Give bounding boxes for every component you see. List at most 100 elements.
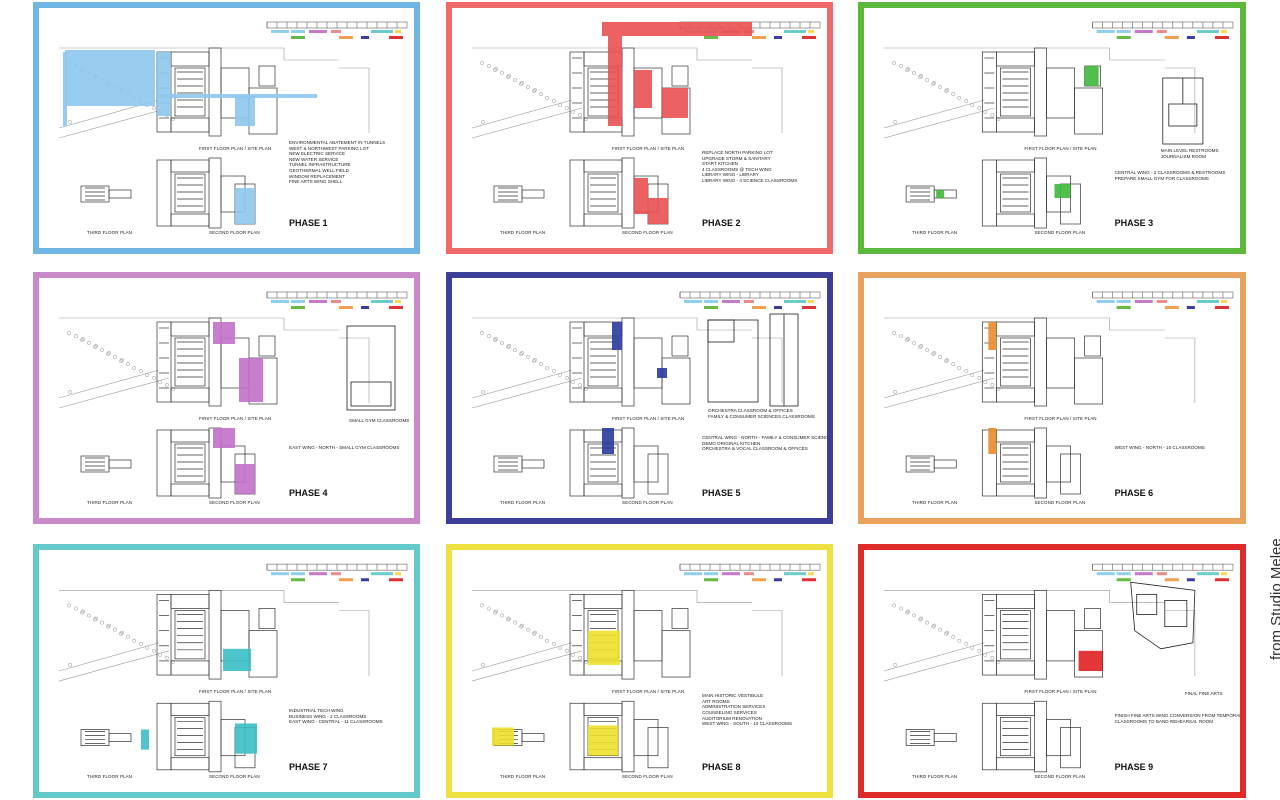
site-plan-linework xyxy=(883,47,1196,229)
scope-item: FINE ARTS WING SHELL xyxy=(289,179,343,185)
third-floor-label: THIRD FLOOR PLAN xyxy=(500,230,546,235)
scope-item: WEST WING - SOUTH - 10 CLASSROOMS xyxy=(702,721,793,727)
scope-item: CENTRAL WING - 2 CLASSROOMS & RESTROOMS xyxy=(1114,170,1226,175)
scope-item: GEOTHERMAL WELL FIELD xyxy=(289,167,349,173)
site-plan-linework xyxy=(58,589,370,773)
scope-item: START KITCHEN xyxy=(702,161,738,167)
phase-highlight xyxy=(602,22,752,224)
second-floor-label: SECOND FLOOR PLAN xyxy=(1034,773,1086,779)
phase-title: PHASE 1 xyxy=(289,218,328,228)
third-floor-label: THIRD FLOOR PLAN xyxy=(500,773,546,779)
scope-item: ART ROOMS xyxy=(702,698,730,704)
annex-label-line: SMALL GYM CLASSROOMS xyxy=(349,418,410,423)
scope-item: TUNNEL INFRASTRUCTURE xyxy=(289,162,351,168)
third-floor-label: THIRD FLOOR PLAN xyxy=(912,230,958,235)
floor-plan-drawing xyxy=(471,563,821,773)
scope-item: REPLACE NORTH PARKING LOT xyxy=(702,150,773,155)
phase-panel-3: FIRST FLOOR PLAN / SITE PLAN SECOND FLOOR… xyxy=(858,2,1246,254)
scope-item: FINISH FINE ARTS WING CONVERSION FROM TE… xyxy=(1114,713,1246,719)
annex-plan-detail xyxy=(346,325,396,411)
second-floor-label: SECOND FLOOR PLAN xyxy=(1034,230,1086,235)
phase-highlight xyxy=(213,322,263,494)
floor-plan-drawing xyxy=(58,21,408,229)
first-floor-label: FIRST FLOOR PLAN / SITE PLAN xyxy=(612,416,685,421)
site-plan-linework xyxy=(471,589,783,773)
scope-item: UPGRADE STORM & SANITARY xyxy=(702,155,771,161)
third-floor-label: THIRD FLOOR PLAN xyxy=(912,773,958,779)
second-floor-label: SECOND FLOOR PLAN xyxy=(209,500,260,505)
phase-legend-bars xyxy=(271,30,403,39)
scope-item: INDUSTRIAL TECH WING xyxy=(289,708,344,714)
scope-item: CLASSROOMS TO BAND REHEARSAL ROOM xyxy=(1114,718,1214,724)
scope-item: BUSINESS WING - 2 CLASSROOMS xyxy=(289,713,367,719)
floor-plan-drawing xyxy=(58,563,408,773)
scope-item: LIBRARY WING - LIBRARY xyxy=(702,172,759,178)
site-plan-linework xyxy=(883,317,1196,499)
phase-scope-list: EAST WING - NORTH - SMALL GYM CLASSROOMS xyxy=(289,445,399,451)
annex-label-line: MAIN LEVEL RESTROOMS xyxy=(1160,148,1219,153)
annex-label-line: FAMILY & CONSUMER SCIENCES CLASSROOMS xyxy=(708,413,815,419)
phase-title: PHASE 4 xyxy=(289,488,328,498)
phase-title: PHASE 9 xyxy=(1114,761,1154,772)
phase-legend-bars xyxy=(684,300,816,309)
phase-highlight xyxy=(988,322,997,454)
phase-legend-bars xyxy=(271,300,403,309)
scope-item: LIBRARY WING - 4 SCIENCE CLASSROOMS xyxy=(702,177,798,183)
scope-item: WINDOW REPLACEMENT xyxy=(289,173,345,179)
scope-item: ENVIRONMENTAL ABATEMENT IN TUNNELS xyxy=(289,140,386,145)
floor-plan-drawing xyxy=(883,21,1234,229)
annex-label: SMALL GYM CLASSROOMS xyxy=(349,418,409,424)
phase-title: PHASE 2 xyxy=(702,218,741,228)
first-floor-label: FIRST FLOOR PLAN / SITE PLAN xyxy=(199,146,272,151)
phase-highlight xyxy=(492,630,620,756)
phase-highlight xyxy=(141,648,257,754)
third-floor-label: THIRD FLOOR PLAN xyxy=(500,500,546,505)
phase-highlight xyxy=(1078,650,1103,671)
annex-label-line: ORCHESTRA CLASSROOM & OFFICES xyxy=(708,408,793,413)
annex-label-line: FINAL FINE ARTS xyxy=(1184,691,1223,697)
phase-highlight xyxy=(936,66,1099,198)
scope-item: WEST WING - NORTH - 15 CLASSROOMS xyxy=(1114,445,1205,450)
third-floor-label: THIRD FLOOR PLAN xyxy=(87,230,133,235)
scope-item: PREPARE SMALL GYM FOR CLASSROOMS xyxy=(1114,175,1209,181)
phase-title: PHASE 3 xyxy=(1114,218,1154,228)
second-floor-label: SECOND FLOOR PLAN xyxy=(209,230,260,235)
phase-title: PHASE 8 xyxy=(702,761,741,772)
site-plan-linework xyxy=(471,317,783,499)
phase-panel-4: FIRST FLOOR PLAN / SITE PLAN SECOND FLOOR… xyxy=(33,272,420,524)
scope-item: AUDITORIUM RENOVATION xyxy=(702,715,762,721)
first-floor-label: FIRST FLOOR PLAN / SITE PLAN xyxy=(199,416,272,421)
first-floor-label: FIRST FLOOR PLAN / SITE PLAN xyxy=(612,689,685,695)
scope-item: CENTRAL WING - NORTH - FAMILY & CONSUMER… xyxy=(702,435,833,440)
phase-scope-list: CENTRAL WING - NORTH - FAMILY & CONSUMER… xyxy=(702,435,833,452)
phase-legend-bars xyxy=(271,572,403,582)
phase-scope-list: WEST WING - NORTH - 15 CLASSROOMS xyxy=(1115,445,1205,451)
annex-plan-detail xyxy=(1130,581,1196,650)
phase-legend-bars xyxy=(1096,300,1229,309)
annex-plan-detail xyxy=(1162,77,1204,145)
phase-legend-bars xyxy=(1096,572,1229,582)
scope-item: WEST & NORTHWEST PARKING LOT xyxy=(289,145,370,151)
scope-item: COUNSELING SERVICES xyxy=(702,709,757,715)
scope-item: 4 CLASSROOMS @ TECH WING xyxy=(702,166,772,172)
second-floor-label: SECOND FLOOR PLAN xyxy=(209,773,260,779)
third-floor-label: THIRD FLOOR PLAN xyxy=(87,500,133,505)
scope-item: NEW ELECTRIC SERVICE xyxy=(289,151,346,157)
first-floor-label: FIRST FLOOR PLAN / SITE PLAN xyxy=(1024,146,1097,151)
second-floor-label: SECOND FLOOR PLAN xyxy=(1034,500,1086,505)
phase-legend-bars xyxy=(1096,30,1229,39)
scope-item: ADMINISTRATION SERVICES xyxy=(702,704,766,710)
scope-item: NEW WATER SERVICE xyxy=(289,156,339,162)
floor-plan-drawing xyxy=(471,21,821,229)
second-floor-label: SECOND FLOOR PLAN xyxy=(622,230,673,235)
